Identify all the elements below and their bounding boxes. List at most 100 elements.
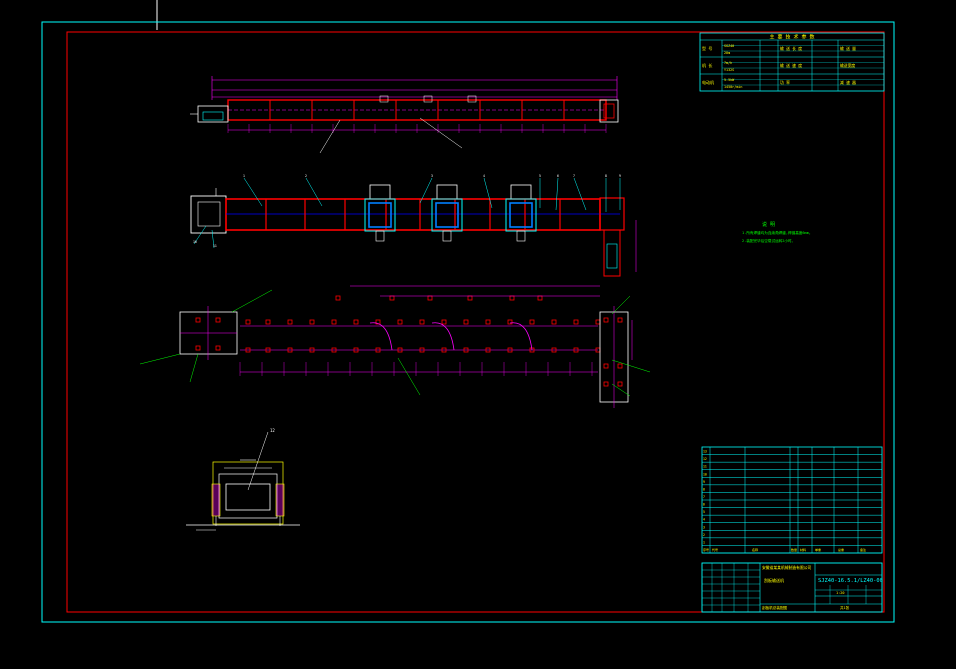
end-view-callout: 12 [270,428,275,433]
anchor-bolt-mark [375,319,381,325]
spec-row-value: 7m/h [724,61,732,65]
parts-list-header: 总重 [838,547,844,552]
anchor-bolt-mark [195,317,201,323]
parts-list-header: 代号 [712,547,718,552]
spec-row-label: 功 率 [780,80,790,85]
spec-row-value: 1450r/min [724,85,742,89]
hopper-liner [368,202,392,228]
spec-row-label: 输送宽度 [840,63,855,68]
callout-leader [555,177,559,211]
anchor-bolt-mark [529,319,535,325]
notes-line-1: 1.所有焊缝均为连续角焊缝,焊缝高度6mm。 [742,230,812,235]
end-section-view: 12 [186,428,300,531]
parts-list-header: 序号 [703,547,709,552]
hopper-outlet [516,230,526,242]
anchor-bolt-mark [603,363,609,369]
anchor-bolt-mark [485,319,491,325]
anchor-bolt-mark [441,319,447,325]
parts-list-header: 单重 [815,547,821,552]
anchor-bolt-mark [617,381,623,387]
anchor-bolt-mark [617,317,623,323]
anchor-bolt-mark [195,345,201,351]
spec-row-label: 输 送 量 [840,46,856,51]
spec-table-title: 主 要 技 术 参 数 [769,34,814,41]
spec-row-value: Y132S [724,68,734,72]
parts-list-item-no: 4 [703,518,705,522]
anchor-bolt-mark [309,347,315,353]
drawing-stroke [379,95,389,103]
inner-frame [66,31,885,613]
spec-row-label: 电动机 [702,79,714,85]
parts-list-item-no: 3 [703,525,705,529]
callout-number: 5 [539,174,541,178]
anchor-bolt-mark [215,317,221,323]
notes-title: 说 明 [762,221,775,228]
callout-leader [305,177,323,207]
callout-leader [573,177,587,211]
callout-number: 9 [619,174,621,178]
parts-list-header: 备注 [860,547,866,552]
anchor-bolt-mark [375,347,381,353]
anchor-bolt-mark [617,363,623,369]
parts-list-item-no: 1 [703,540,705,544]
callout-leader [193,225,207,245]
hopper-top [510,184,532,200]
anchor-bolt-mark [331,347,337,353]
parts-list-item-no: 13 [703,450,707,454]
title-block: SJZ40-16.5.1/LZ40-00 安徽省某某机械制造有限公司 刮板输送机… [701,562,883,613]
anchor-bolt-mark [331,319,337,325]
anchor-bolt-mark [485,347,491,353]
spec-row-label: 输 送 速 度 [780,63,802,68]
callout-number: 2 [305,174,307,178]
hopper-liner [509,202,533,228]
parts-list-item-no: 6 [703,503,705,507]
anchor-bolt-mark [287,319,293,325]
outer-frame [41,21,895,623]
spec-row-value: 5.5kW [724,78,735,82]
anchor-bolt-mark [245,347,251,353]
callout-number: 8 [605,174,607,178]
anchor-bolt-mark [265,347,271,353]
callout-number: 6 [557,174,559,178]
anchor-bolt-mark [245,319,251,325]
callout-number: 11 [213,244,217,248]
callout-number: 1 [243,174,245,178]
parts-list-item-no: 11 [703,465,707,469]
anchor-bolt-mark [537,295,543,301]
anchor-bolt-mark [551,347,557,353]
foundation-plan-view [139,285,651,408]
parts-list-item-no: 7 [703,495,705,499]
parts-list-item-no: 9 [703,480,705,484]
anchor-bolt-mark [215,345,221,351]
callout-number: 10 [193,240,197,244]
anchor-bolt-mark [603,317,609,323]
spec-row-label: 型 号 [702,45,712,51]
parts-list-item-no: 5 [703,510,705,514]
callout-leader [483,177,493,209]
parts-list-item-no: 12 [703,457,707,461]
parts-list-item-no: 8 [703,487,705,491]
anchor-bolt-mark [265,319,271,325]
parts-list-item-no: 2 [703,533,705,537]
anchor-bolt-mark [335,295,341,301]
callout-leader [419,177,433,204]
notes-block: 说 明 1.所有焊缝均为连续角焊缝,焊缝高度6mm。 2.装配完毕后空载试运转2… [742,221,812,243]
hopper-liner [435,202,459,228]
anchor-bolt-mark [509,295,515,301]
spec-row-label: 机 长 [702,62,712,68]
anchor-bolt-mark [353,319,359,325]
parts-list-header: 数量 [791,547,797,552]
anchor-bolt-mark [397,347,403,353]
hopper-outlet [375,230,385,242]
anchor-bolt-mark [463,319,469,325]
anchor-bolt-mark [427,295,433,301]
anchor-bolt-mark [467,295,473,301]
anchor-bolt-mark [419,319,425,325]
anchor-bolt-mark [507,347,513,353]
title-block-org-line2: 刮板输送机 [764,577,784,583]
title-block-org-line1: 安徽省某某机械制造有限公司 [762,565,812,570]
notes-line-2: 2.装配完毕后空载试运转2小时。 [742,238,795,243]
side-elevation-view [190,76,619,154]
anchor-bolt-mark [353,347,359,353]
